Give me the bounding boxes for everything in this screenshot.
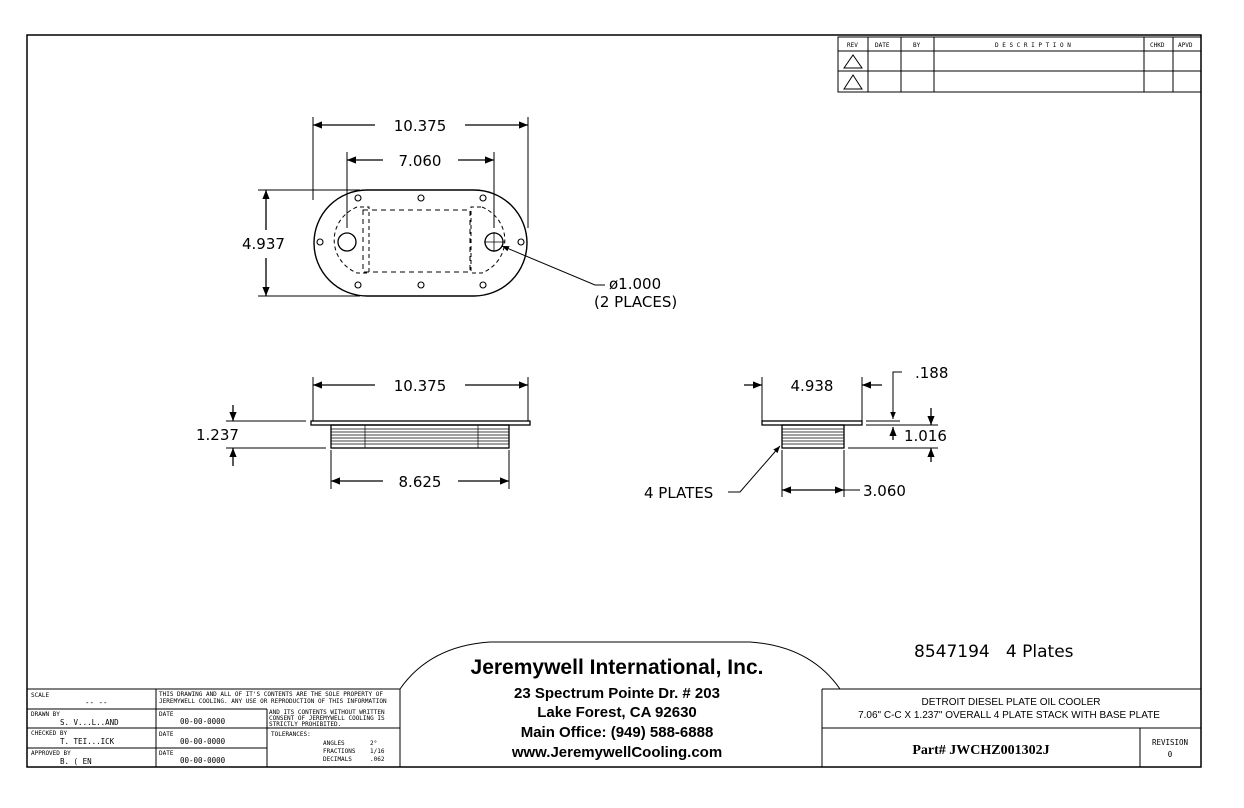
checked-value: T. TEI...ICK: [60, 737, 115, 746]
end-stack-height-label: 1.016: [904, 427, 947, 445]
side-stack-length-label: 8.625: [399, 473, 442, 491]
hole-leader: [501, 245, 605, 286]
approved-value: B. ( EN: [60, 757, 92, 766]
date-label-3: DATE: [159, 750, 174, 757]
date-label-2: DATE: [159, 731, 174, 738]
revision-label: REVISION: [1152, 738, 1188, 747]
revision-table: [837, 36, 1202, 93]
notice-line2: JEREMYWELL COOLING. ANY USE OR REPRODUCT…: [159, 698, 387, 705]
date-value-3: 00-00-0000: [180, 756, 226, 765]
top-height-label: 4.937: [242, 235, 285, 253]
scale-label: SCALE: [31, 692, 49, 699]
drawn-value: S. V...L..AND: [60, 718, 119, 727]
sheet-border: [26, 34, 1202, 768]
end-plate-stack: [781, 424, 845, 449]
tolerances-label: TOLERANCES:: [271, 731, 311, 738]
date-label-1: DATE: [159, 711, 174, 718]
revision-value: 0: [1168, 750, 1173, 759]
rev-header-chkd: CHKD: [1150, 42, 1165, 49]
end-base-width-label: 4.938: [791, 377, 834, 395]
company-address2: Lake Forest, CA 92630: [537, 704, 697, 721]
angles-value: 2°: [370, 740, 377, 747]
rev-triangle-1: [843, 54, 863, 69]
top-center-to-center-label: 7.060: [399, 152, 442, 170]
part-number: Part# JWCHZ001302J: [912, 743, 1049, 758]
notice-line1: THIS DRAWING AND ALL OF IT'S CONTENTS AR…: [159, 691, 383, 698]
rev-header-rev: REV: [847, 42, 858, 49]
description-line1: DETROIT DIESEL PLATE OIL COOLER: [922, 697, 1101, 708]
checked-label: CHECKED BY: [31, 730, 68, 737]
rev-header-description: D E S C R I P T I O N: [995, 42, 1071, 49]
notice-line4: CONSENT OF JEREMYWELL COOLING IS: [269, 715, 385, 722]
rev-header-apvd: APVD: [1178, 42, 1193, 49]
title-block: [27, 641, 1201, 767]
drawn-label: DRAWN BY: [31, 711, 60, 718]
plates-leader: [728, 445, 781, 493]
port-hole-left: [337, 232, 357, 252]
description-line2: 7.06" C-C X 1.237" OVERALL 4 PLATE STACK…: [858, 710, 1160, 721]
scale-value: -- --: [85, 698, 108, 707]
end-view: [728, 371, 938, 497]
date-value-2: 00-00-0000: [180, 737, 226, 746]
top-outline: [313, 189, 528, 297]
notice-line3: AND ITS CONTENTS WITHOUT WRITTEN: [269, 709, 385, 716]
side-plate-stack: [330, 424, 510, 449]
date-value-1: 00-00-0000: [180, 717, 226, 726]
fractions-label: FRACTIONS: [323, 748, 356, 755]
rev-triangle-2: [843, 74, 863, 90]
company-website: www.JeremywellCooling.com: [511, 744, 722, 761]
top-view: [258, 117, 605, 297]
end-stack-width-label: 3.060: [863, 482, 906, 500]
decimals-label: DECIMALS: [323, 756, 352, 763]
hole-callout-line1: ø1.000: [609, 275, 661, 293]
side-stack-height-label: 1.237: [196, 426, 239, 444]
company-address1: 23 Spectrum Pointe Dr. # 203: [514, 685, 720, 702]
angles-label: ANGLES: [323, 740, 345, 747]
company-arch: [399, 641, 841, 690]
company-name: Jeremywell International, Inc.: [471, 656, 764, 679]
plates-label: 4 PLATES: [644, 484, 713, 502]
company-phone: Main Office: (949) 588-6888: [521, 724, 714, 741]
hole-callout-line2: (2 PLACES): [594, 293, 677, 311]
rev-header-by: BY: [913, 42, 921, 49]
fractions-value: 1/16: [370, 748, 385, 755]
rev-header-date: DATE: [875, 42, 890, 49]
decimals-value: .062: [370, 756, 385, 763]
approved-label: APPROVED BY: [31, 750, 71, 757]
end-plate-thickness-label: .188: [915, 364, 948, 382]
top-overall-length-label: 10.375: [394, 117, 447, 135]
side-view: [226, 377, 531, 489]
notice-line5: STRICTLY PROHIBITED.: [269, 721, 341, 728]
side-overall-length-label: 10.375: [394, 377, 447, 395]
part-caption: 8547194 4 Plates: [914, 642, 1074, 662]
